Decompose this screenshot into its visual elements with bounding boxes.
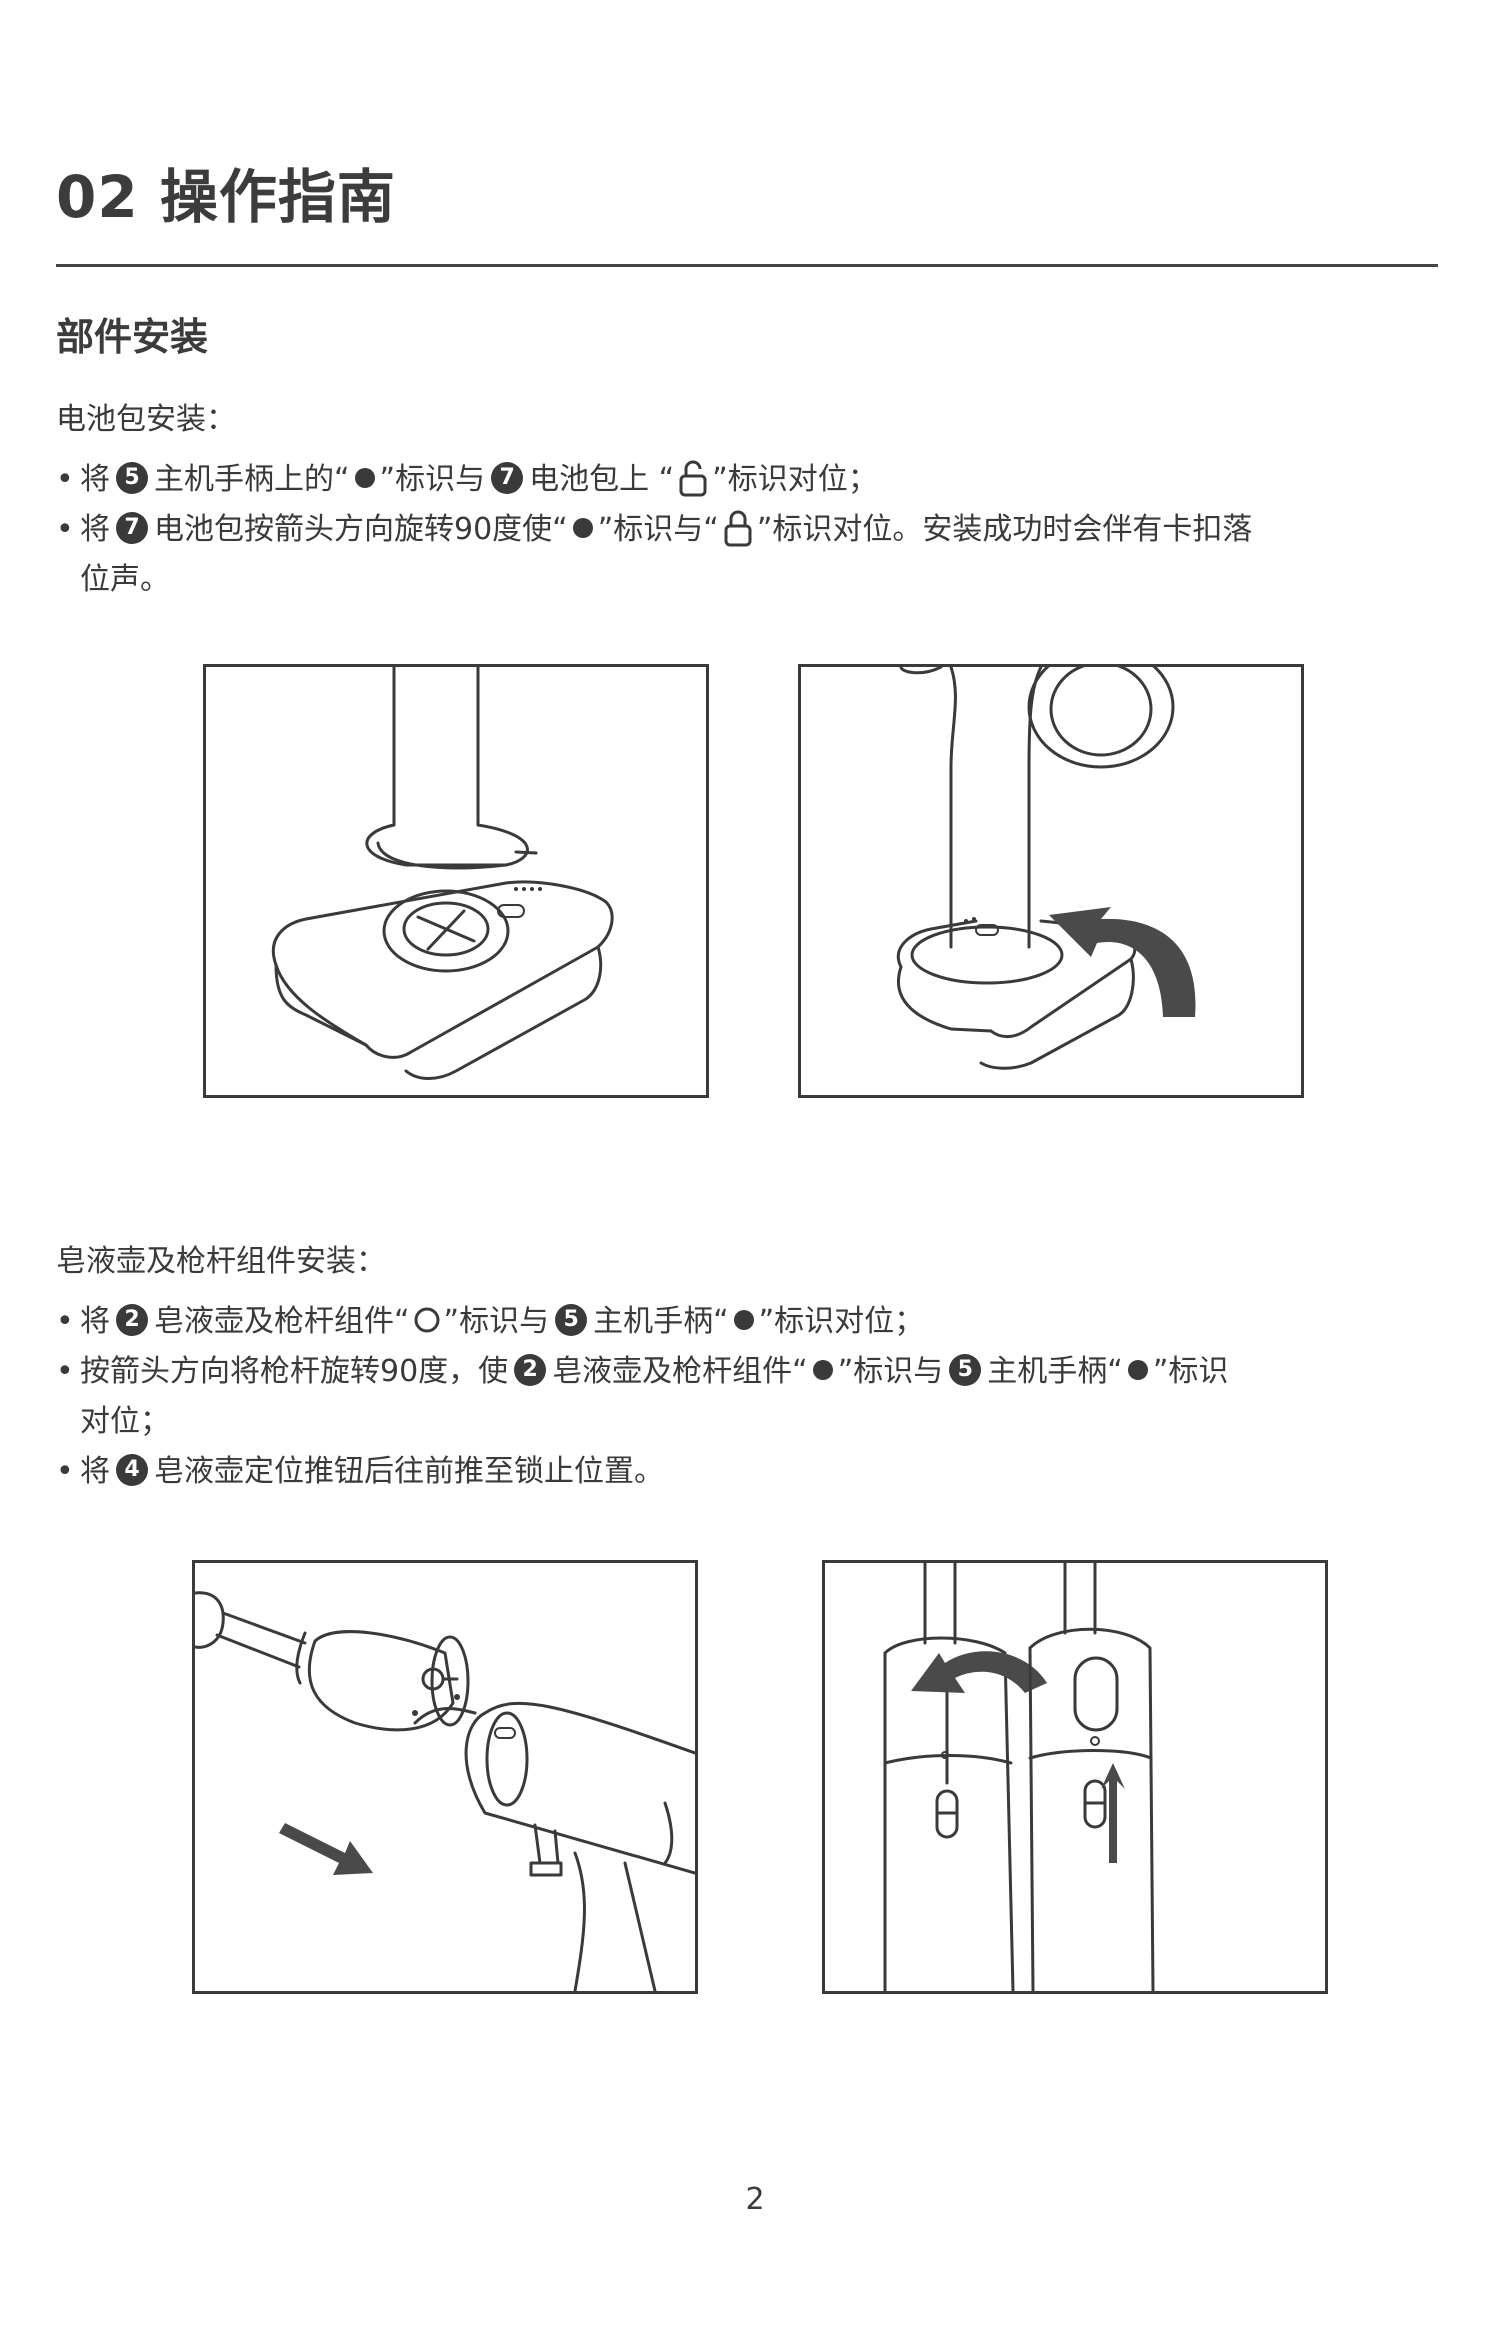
page-number: 2 xyxy=(745,2182,765,2217)
rotate-arrow-icon xyxy=(911,1651,1047,1693)
unlock-icon xyxy=(679,460,707,496)
rotate-arrow-icon xyxy=(1049,907,1196,1017)
ref-number-badge: 5 xyxy=(949,1353,982,1386)
filled-dot-icon xyxy=(733,1309,754,1330)
figure-battery-align xyxy=(203,664,709,1098)
filled-dot-icon xyxy=(354,467,375,488)
filled-dot-icon xyxy=(572,517,593,538)
open-circle-icon xyxy=(414,1307,440,1332)
filled-dot-icon xyxy=(1127,1359,1148,1380)
ref-number-badge: 5 xyxy=(116,461,148,494)
ref-number-badge: 2 xyxy=(116,1303,148,1336)
push-arrow-icon xyxy=(279,1823,373,1875)
figure-soap-rotate xyxy=(822,1560,1328,1994)
filled-dot-icon xyxy=(812,1359,833,1380)
soap-heading: 皂液壶及枪杆组件安装： xyxy=(56,1244,386,1279)
page-title: 02 操作指南 xyxy=(56,163,396,231)
title-divider xyxy=(56,264,1438,267)
figure-soap-attach xyxy=(192,1560,698,1994)
figure-battery-rotate xyxy=(798,664,1304,1098)
ref-number-badge: 4 xyxy=(116,1453,148,1486)
ref-number-badge: 7 xyxy=(491,461,524,494)
push-arrow-icon xyxy=(1101,1763,1125,1863)
ref-number-badge: 2 xyxy=(514,1353,547,1386)
ref-number-badge: 7 xyxy=(116,511,148,544)
section-title: 部件安装 xyxy=(56,315,209,359)
battery-heading: 电池包安装： xyxy=(56,402,236,437)
lock-icon xyxy=(724,510,752,546)
ref-number-badge: 5 xyxy=(555,1303,588,1336)
